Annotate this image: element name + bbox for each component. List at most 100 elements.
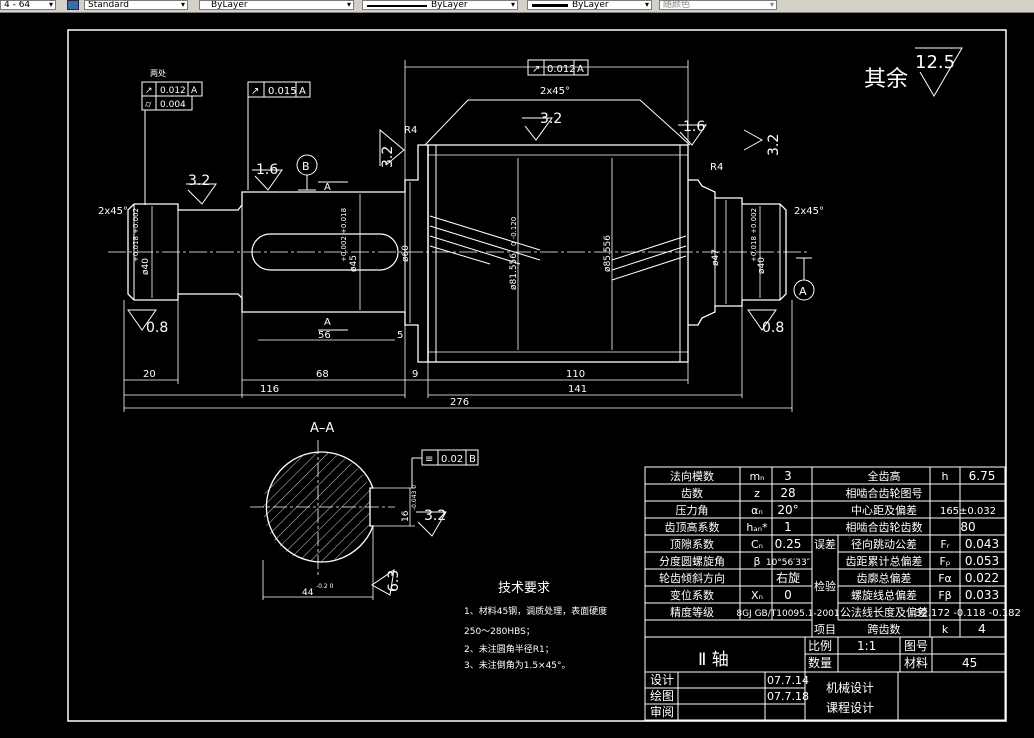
svg-text:两处: 两处: [150, 68, 166, 78]
runout-frame-top: ↗ 0.012 A: [527, 59, 589, 76]
svg-text:3.2: 3.2: [380, 146, 396, 168]
svg-text:设计: 设计: [650, 673, 674, 687]
textstyle-dropdown[interactable]: Standard ▾: [84, 0, 188, 10]
svg-text:0.015: 0.015: [268, 86, 297, 97]
layer-dropdown[interactable]: 4 - 64▾: [0, 0, 56, 10]
properties-toolbar: 4 - 64▾ Standard ▾ ByLayer▾ ByLayer▾ ByLa…: [0, 0, 1034, 13]
svg-text:0.02: 0.02: [441, 454, 463, 465]
section-a-label-top: A: [324, 182, 331, 193]
table-cell-label: 分度圆螺旋角: [659, 554, 725, 568]
svg-text:3.2: 3.2: [766, 134, 782, 156]
svg-text:16: 16: [401, 510, 411, 522]
svg-text:07.7.14: 07.7.14: [767, 674, 809, 687]
svg-text:110: 110: [566, 369, 585, 380]
svg-text:3.2: 3.2: [188, 173, 210, 189]
table-cell-value: 0.022: [965, 571, 999, 585]
svg-text:比例: 比例: [808, 639, 832, 653]
table-cell-label: 齿距累计总偏差: [846, 554, 923, 568]
table-cell-label: 相啮合齿轮齿数: [846, 520, 923, 534]
svg-text:3、未注倒角为1.5×45°。: 3、未注倒角为1.5×45°。: [464, 659, 571, 671]
plotstyle-dropdown[interactable]: 随颜色▾: [659, 0, 777, 10]
table-cell-value: 32.172 -0.118 -0.182: [915, 608, 1021, 619]
runout-icon: ↗: [532, 64, 540, 75]
dimension-texts: 2x45° 2x45° R4 R4 56 5 20 68 9 110 116 1…: [98, 125, 824, 408]
table-cell-label: 轮齿倾斜方向: [659, 571, 725, 585]
table-cell-label: 全齿高: [868, 469, 901, 483]
lineweight-dropdown[interactable]: ByLayer▾: [527, 0, 652, 10]
svg-text:68: 68: [316, 369, 329, 380]
svg-text:ø45: ø45: [349, 255, 359, 272]
drawing-canvas[interactable]: ↗ 0.012 A 2x45° 两处 ↗ 0.012 A ⌭ 0.004 ↗ 0…: [0, 13, 1034, 738]
svg-text:2x45°: 2x45°: [98, 206, 128, 217]
svg-text:5: 5: [397, 330, 403, 341]
svg-text:141: 141: [568, 384, 587, 395]
svg-text:0.004: 0.004: [160, 100, 186, 110]
table-cell-value: 80: [960, 520, 975, 534]
datum-b-label: B: [302, 160, 310, 173]
table-cell-symbol: hₐₙ*: [746, 521, 768, 534]
lineweight-value: ByLayer: [572, 0, 609, 10]
svg-text:+0.018 +0.002: +0.018 +0.002: [750, 208, 758, 262]
table-cell-symbol: αₙ: [751, 504, 763, 517]
table-cell-label: 螺旋线总偏差: [851, 588, 917, 602]
svg-text:1.6: 1.6: [683, 119, 705, 135]
table-cell-value: 0.053: [965, 554, 999, 568]
svg-text:-0.043 0: -0.043 0: [411, 485, 418, 510]
table-cell-value: 8GJ GB/T10095.1-2001: [736, 609, 839, 619]
table-cell-symbol: Fᵣ: [940, 538, 949, 551]
table-cell-symbol: z: [754, 487, 760, 500]
remaining-roughness-label: 其余: [864, 67, 908, 92]
table-cell-symbol: Xₙ: [751, 589, 763, 602]
part-name: Ⅱ 轴: [698, 650, 729, 670]
svg-text:A: A: [191, 86, 198, 96]
dimension-lines: [123, 60, 793, 412]
group-label-item: 项目: [814, 623, 836, 636]
symmetry-icon: ≡: [425, 454, 433, 465]
svg-text:0.012: 0.012: [160, 86, 186, 96]
color-dropdown[interactable]: ByLayer▾: [199, 0, 354, 10]
svg-text:44: 44: [302, 588, 314, 598]
svg-text:审阅: 审阅: [650, 704, 674, 719]
svg-text:R4: R4: [404, 125, 417, 136]
linetype-value: ByLayer: [431, 0, 468, 10]
lineweight-sample: [532, 4, 568, 7]
layer-value: 4 - 64: [4, 0, 31, 10]
svg-text:ø47: ø47: [711, 249, 721, 266]
gear-body: [427, 144, 689, 363]
svg-text:45: 45: [962, 656, 977, 670]
table-cell-label: 相啮合齿轮图号: [846, 486, 923, 500]
table-cell-value: 28: [780, 486, 795, 500]
table-cell-value: 165±0.032: [940, 506, 996, 517]
table-cell-value: 0.043: [965, 537, 999, 551]
svg-text:-0.2 0: -0.2 0: [316, 583, 334, 590]
linetype-dropdown[interactable]: ByLayer▾: [362, 0, 518, 10]
svg-text:0 -0.120: 0 -0.120: [510, 217, 518, 246]
svg-text:276: 276: [450, 397, 469, 408]
table-cell-label: 中心距及偏差: [851, 503, 917, 517]
svg-text:图号: 图号: [904, 639, 928, 653]
table-cell-label: 变位系数: [670, 588, 714, 602]
svg-text:A: A: [577, 64, 584, 75]
svg-text:2、未注圆角半径R1；: 2、未注圆角半径R1；: [464, 643, 554, 655]
section-title: A–A: [310, 421, 334, 436]
table-cell-symbol: Fβ: [938, 589, 951, 602]
table-cell-label: 跨齿数: [868, 623, 901, 636]
cylindricity-icon: ⌭: [145, 100, 152, 110]
textstyle-icon[interactable]: [67, 0, 79, 10]
roughness-symbols: 其余 12.5 3.2 1.6 3.2 1.6 3.2 3.2 0.8 0.8: [127, 47, 963, 336]
textstyle-value: Standard: [88, 0, 129, 10]
table-cell-value: 0.25: [775, 537, 802, 551]
svg-text:B: B: [469, 454, 476, 465]
svg-text:250～280HBS；: 250～280HBS；: [464, 627, 535, 637]
svg-text:ø60: ø60: [401, 245, 411, 262]
group-label-jianyan: 检验: [814, 579, 836, 593]
chevron-down-icon: ▾: [180, 0, 185, 9]
title-block-text: Ⅱ 轴 比例 1:1 图号 数量 材料 45 设计 07.7.14 绘图 07.…: [650, 639, 977, 719]
chamfer-top-label: 2x45°: [540, 86, 570, 97]
svg-text:ø85.556: ø85.556: [603, 235, 613, 272]
drawing-frame: [67, 29, 1007, 722]
datum-a-label: A: [799, 285, 807, 298]
table-cell-label: 法向模数: [670, 469, 714, 483]
svg-text:2x45°: 2x45°: [794, 206, 824, 217]
